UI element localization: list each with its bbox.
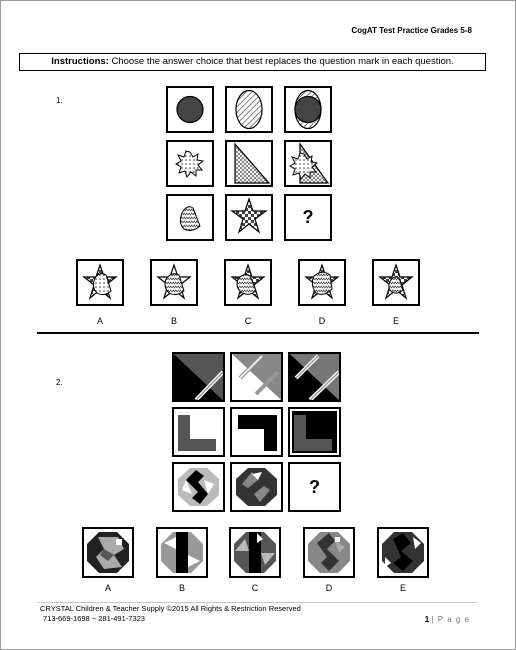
checkered-star-shape [230, 197, 268, 234]
q2-choice-d[interactable] [303, 527, 355, 578]
q2-cell-r3c1 [172, 462, 225, 512]
q1-cell-r1c1 [166, 86, 214, 133]
octagon-arrows-shape [178, 468, 219, 506]
section-divider [37, 332, 479, 334]
question-2-number: 2. [56, 378, 63, 387]
q2-cell-missing: ? [288, 462, 341, 512]
footer-copyright: CRYSTAL Children & Teacher Supply ©2015 … [40, 604, 301, 613]
q2-cell-r2c1 [172, 407, 225, 457]
dark-octagon-shape [236, 468, 277, 506]
star-blob-option-shape [230, 263, 266, 300]
q2-choice-a-label: A [104, 583, 111, 593]
q2-choice-b[interactable] [156, 527, 208, 578]
star-blob-option-shape [378, 263, 414, 300]
star-blob-option-shape [82, 263, 118, 300]
octagon-option-shape [161, 532, 203, 573]
page-footer: 1 | P a g e [425, 615, 470, 624]
q2-choice-c[interactable] [229, 527, 281, 578]
q2-cell-r1c2 [230, 352, 283, 402]
instructions-label: Instructions: [51, 56, 109, 67]
hatched-oval-shape [235, 89, 263, 130]
triangle-with-burst-shape [289, 142, 330, 184]
q2-choice-e[interactable] [377, 527, 429, 578]
q2-cell-r1c1 [172, 352, 225, 402]
q1-choice-e-label: E [392, 316, 399, 326]
q1-cell-r3c1 [166, 194, 214, 241]
q1-choice-e[interactable] [372, 259, 420, 306]
octagon-option-shape [87, 532, 129, 573]
star-blob-option-shape [304, 263, 340, 300]
q1-choice-b[interactable] [150, 259, 198, 306]
octagon-option-shape [308, 532, 350, 573]
q2-cell-r2c2 [230, 407, 283, 457]
spiky-burst-shape [175, 150, 205, 179]
page-label: | P a g e [431, 615, 470, 624]
zigzag-blob-shape [179, 206, 201, 231]
footer-contact: CRYSTAL Children & Teacher Supply ©2015 … [40, 604, 301, 624]
diagonal-triangles-shape [174, 354, 223, 400]
instructions-text: Choose the answer choice that best repla… [111, 56, 454, 67]
q2-choice-a[interactable] [82, 527, 134, 578]
question-mark: ? [302, 207, 314, 227]
q2-choice-b-label: B [178, 583, 185, 593]
q1-cell-missing: ? [284, 194, 332, 241]
question-mark: ? [309, 477, 320, 497]
gray-triangles-shape [232, 354, 281, 400]
q2-choice-c-label: C [251, 583, 259, 593]
octagon-option-shape [382, 532, 424, 573]
question-1-number: 1. [56, 96, 63, 105]
q1-cell-r1c2 [225, 86, 273, 133]
header-title: CogAT Test Practice Grades 5-8 [351, 26, 472, 35]
q1-choice-d-label: D [318, 316, 326, 326]
q2-choice-d-label: D [325, 583, 333, 593]
q1-choice-d[interactable] [298, 259, 346, 306]
q2-cell-r1c3 [288, 352, 341, 402]
dark-circle-shape [176, 95, 204, 124]
q2-cell-r2c3 [288, 407, 341, 457]
octagon-option-shape [234, 532, 276, 573]
q1-cell-r2c3 [284, 140, 332, 187]
q1-cell-r3c2 [225, 194, 273, 241]
q1-choice-b-label: B [170, 316, 177, 326]
oval-with-circle-shape [294, 89, 322, 130]
q1-choice-c[interactable] [224, 259, 272, 306]
q1-cell-r2c2 [225, 140, 273, 187]
page-number: 1 [424, 615, 430, 624]
q2-cell-r3c2 [230, 462, 283, 512]
q1-cell-r1c3 [284, 86, 332, 133]
footer-phone: 713-669-1698 ~ 281-491-7323 [43, 614, 145, 623]
crosshatched-triangle-shape [234, 142, 271, 184]
q1-choice-c-label: C [244, 316, 252, 326]
q1-cell-r2c1 [166, 140, 214, 187]
instructions-box: Instructions: Choose the answer choice t… [19, 53, 486, 71]
combined-l-shape [292, 411, 337, 453]
gray-l-shape [178, 415, 216, 451]
star-blob-option-shape [156, 263, 192, 300]
q1-choice-a-label: A [96, 316, 103, 326]
footer-rule [37, 602, 477, 603]
q1-choice-a[interactable] [76, 259, 124, 306]
black-l-shape [238, 415, 277, 451]
q2-choice-e-label: E [399, 583, 406, 593]
combined-triangles-shape [290, 354, 339, 400]
